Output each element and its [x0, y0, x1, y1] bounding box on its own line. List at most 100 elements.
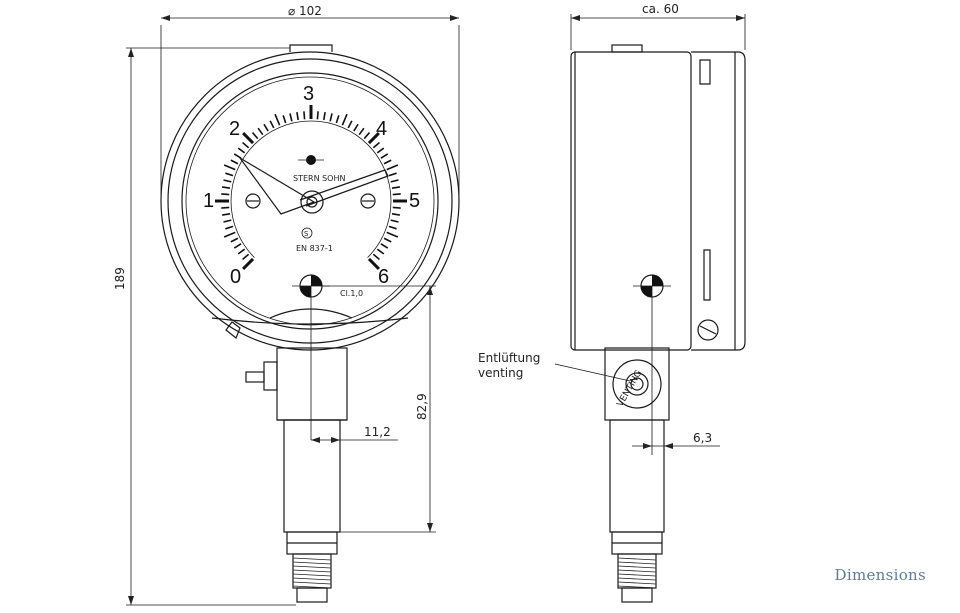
- front-view: 0 1 2 3 4 5 6 STERN SOHN S EN 837-1 C: [160, 44, 460, 603]
- scale-tick: [242, 141, 250, 149]
- dim-offset-side: 6,3: [693, 431, 712, 445]
- scale-label-3: 3: [303, 83, 314, 105]
- side-stub: [263, 361, 278, 391]
- safety-mark-letter: S: [304, 230, 309, 238]
- scale-tick: [221, 206, 230, 209]
- scale-tick: [230, 159, 239, 165]
- side-stem: [609, 419, 665, 533]
- scale-tick: [251, 132, 259, 140]
- window-ring: [181, 72, 439, 330]
- dial-scale-ticks: [215, 105, 407, 270]
- venting-plug-center: [630, 377, 644, 391]
- venting-leader: [554, 363, 631, 382]
- scale-tick: [257, 127, 264, 136]
- thread-line: [292, 557, 332, 561]
- scale-tick: [372, 253, 380, 261]
- venting-label-de: Entlüftung: [478, 351, 540, 365]
- dial-face: [185, 76, 435, 326]
- caption: Dimensions: [834, 566, 926, 584]
- scale-tick: [323, 111, 326, 121]
- scale-tick: [341, 113, 348, 126]
- arrow: [427, 286, 433, 295]
- case-lug: [225, 321, 241, 339]
- scale-tick: [376, 147, 385, 154]
- scale-tick: [390, 219, 399, 223]
- thread-lines: [617, 557, 657, 589]
- pointer: [239, 157, 316, 215]
- thread-line: [617, 561, 657, 565]
- scale-tick: [263, 123, 269, 132]
- thread-line: [617, 569, 657, 573]
- thread-line: [617, 581, 657, 585]
- arrow: [736, 15, 745, 21]
- side-view: VENTING: [570, 44, 746, 603]
- scale-tick: [358, 127, 365, 136]
- thread-line: [292, 577, 332, 581]
- scale-label-4: 4: [376, 118, 387, 140]
- arrow: [128, 596, 134, 605]
- scale-tick: [380, 153, 389, 159]
- scale-tick: [233, 243, 242, 249]
- scale-tick: [386, 231, 399, 238]
- case-bottom-curve: [211, 317, 409, 325]
- venting-label-en: venting: [478, 366, 523, 380]
- dial-screw-right: [360, 193, 376, 209]
- accuracy-class: Cl.1,0: [340, 289, 363, 298]
- scale-tick: [230, 237, 239, 243]
- scale-tick: [223, 219, 232, 223]
- scale-tick: [380, 243, 389, 249]
- thread-line: [292, 561, 332, 565]
- stem: [283, 419, 341, 533]
- scale-tick: [383, 159, 392, 165]
- arrow: [128, 48, 134, 57]
- case-outer-ring: [160, 51, 460, 351]
- scale-label-1: 1: [203, 190, 214, 212]
- scale-tick: [237, 248, 246, 255]
- scale-tick: [223, 164, 236, 171]
- scale-tick: [223, 231, 236, 238]
- scale-tick: [269, 120, 275, 129]
- scale-tick: [242, 253, 250, 261]
- thread-line: [617, 565, 657, 569]
- arrow: [643, 443, 652, 449]
- dim-lower-height: 82,9: [415, 393, 429, 420]
- scale-tick: [221, 193, 230, 196]
- scale-tick: [388, 172, 397, 177]
- side-thread-tip: [621, 587, 653, 603]
- side-bezel: [691, 51, 746, 351]
- scale-tick: [274, 113, 281, 126]
- thread-line: [292, 573, 332, 577]
- bezel-slot-top: [699, 59, 711, 85]
- scale-tick: [282, 115, 287, 124]
- thread-lines: [292, 557, 332, 589]
- scale-tick: [388, 225, 397, 230]
- scale-tick: [367, 132, 380, 145]
- knob-slot: [699, 325, 717, 335]
- dial-scale-arc: [230, 120, 392, 258]
- scale-tick: [367, 257, 380, 270]
- scale-tick: [347, 120, 353, 129]
- scale-tick: [223, 179, 232, 183]
- dim-depth: ca. 60: [642, 2, 679, 16]
- scale-tick: [353, 123, 359, 132]
- case-bezel-ring: [167, 58, 453, 344]
- thread-line: [292, 581, 332, 585]
- scale-label-5: 5: [409, 190, 420, 212]
- arrow: [161, 15, 170, 21]
- dim-diameter: ⌀ 102: [288, 4, 322, 18]
- scale-tick: [391, 186, 401, 189]
- scale-tick: [225, 225, 234, 230]
- venting-plug-ring: [625, 372, 649, 396]
- scale-tick: [383, 237, 392, 243]
- scale-label-6: 6: [378, 266, 389, 288]
- scale-tick: [296, 111, 299, 121]
- scale-tick: [376, 248, 385, 255]
- brand-text: STERN SOHN: [293, 174, 345, 183]
- side-stub-pin: [245, 371, 265, 383]
- scale-tick: [391, 213, 401, 216]
- side-case: [570, 51, 692, 351]
- thread-line: [292, 565, 332, 569]
- scale-tick: [316, 111, 319, 120]
- dim-height: 189: [113, 267, 127, 290]
